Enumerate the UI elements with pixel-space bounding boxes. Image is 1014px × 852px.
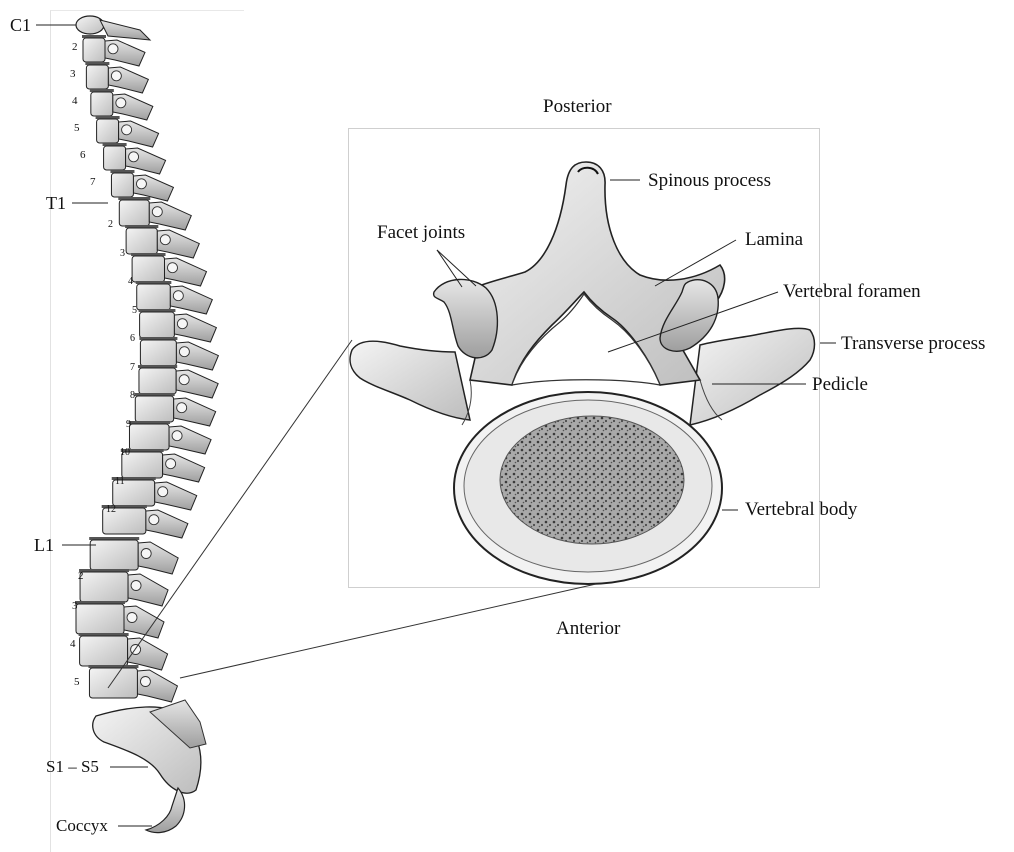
vertebral-body-lateral [135,396,173,422]
label-vertebral-body: Vertebral body [745,500,857,519]
lumbar-number-label: 2 [78,571,84,582]
atlas-vertebra [76,16,104,34]
cervical-number-label: 2 [72,42,78,53]
vertebral-body-lateral [76,604,124,634]
vertebral-body-lateral [111,173,133,197]
thoracic-number-label: 7 [130,363,135,373]
cervical-number-label: 5 [74,123,80,134]
vertebral-body-lateral [91,92,113,116]
label-pedicle: Pedicle [812,375,868,394]
thoracic-number-label: 11 [115,477,125,487]
label-facet-joints: Facet joints [377,223,465,242]
label-l1: L1 [34,536,54,554]
lumbar-number-label: 3 [72,601,78,612]
left-facet [434,279,498,357]
vertebral-body-lateral [83,38,105,62]
vertebral-body-lateral [140,312,175,338]
thoracic-number-label: 10 [120,448,130,458]
thoracic-number-label: 3 [120,249,125,259]
label-coccyx: Coccyx [56,817,108,834]
label-c1: C1 [10,16,31,34]
vertebral-body-lateral [97,119,119,143]
thoracic-number-label: 8 [130,391,135,401]
label-lamina: Lamina [745,230,803,249]
right-transverse-process [690,328,815,425]
thoracic-number-label: 9 [126,420,131,430]
vertebral-body-lateral [137,284,171,310]
label-transverse-process: Transverse process [841,334,985,353]
left-transverse-process [350,341,470,420]
vertebral-body-lateral [80,572,128,602]
thoracic-number-label: 5 [132,306,137,316]
label-spinous-process: Spinous process [648,171,771,190]
cervical-number-label: 6 [80,150,86,161]
vertebral-body-lateral [90,540,138,570]
cervical-number-label: 3 [70,69,76,80]
thoracic-number-label: 4 [128,277,133,287]
vertebral-body-lateral [126,228,157,254]
cervical-number-label: 4 [72,96,78,107]
thoracic-number-label: 12 [106,505,116,515]
label-t1: T1 [46,194,66,212]
vertebral-body-lateral [80,636,128,666]
vertebral-body-lateral [119,200,149,226]
lumbar-number-label: 4 [70,639,76,650]
orientation-posterior-label: Posterior [543,97,612,116]
thoracic-number-label: 2 [108,220,113,230]
thoracic-number-label: 6 [130,334,135,344]
vertebral-body-lateral [140,340,176,366]
vertebral-body-lateral [89,668,137,698]
vertebral-body-lateral [139,368,176,394]
cancellous-bone [500,416,684,544]
vertebral-body-lateral [129,424,169,450]
spine-lateral-view [75,16,218,833]
vertebral-body-lateral [104,146,126,170]
zoom-line-bottom [180,584,596,678]
orientation-anterior-label: Anterior [556,619,620,638]
lumbar-number-label: 5 [74,677,80,688]
cervical-number-label: 7 [90,177,96,188]
vertebral-body-lateral [132,256,164,282]
vertebral-body-lateral [86,65,108,89]
label-vertebral-foramen: Vertebral foramen [783,282,921,301]
label-sacrum: S1 – S5 [46,758,99,775]
